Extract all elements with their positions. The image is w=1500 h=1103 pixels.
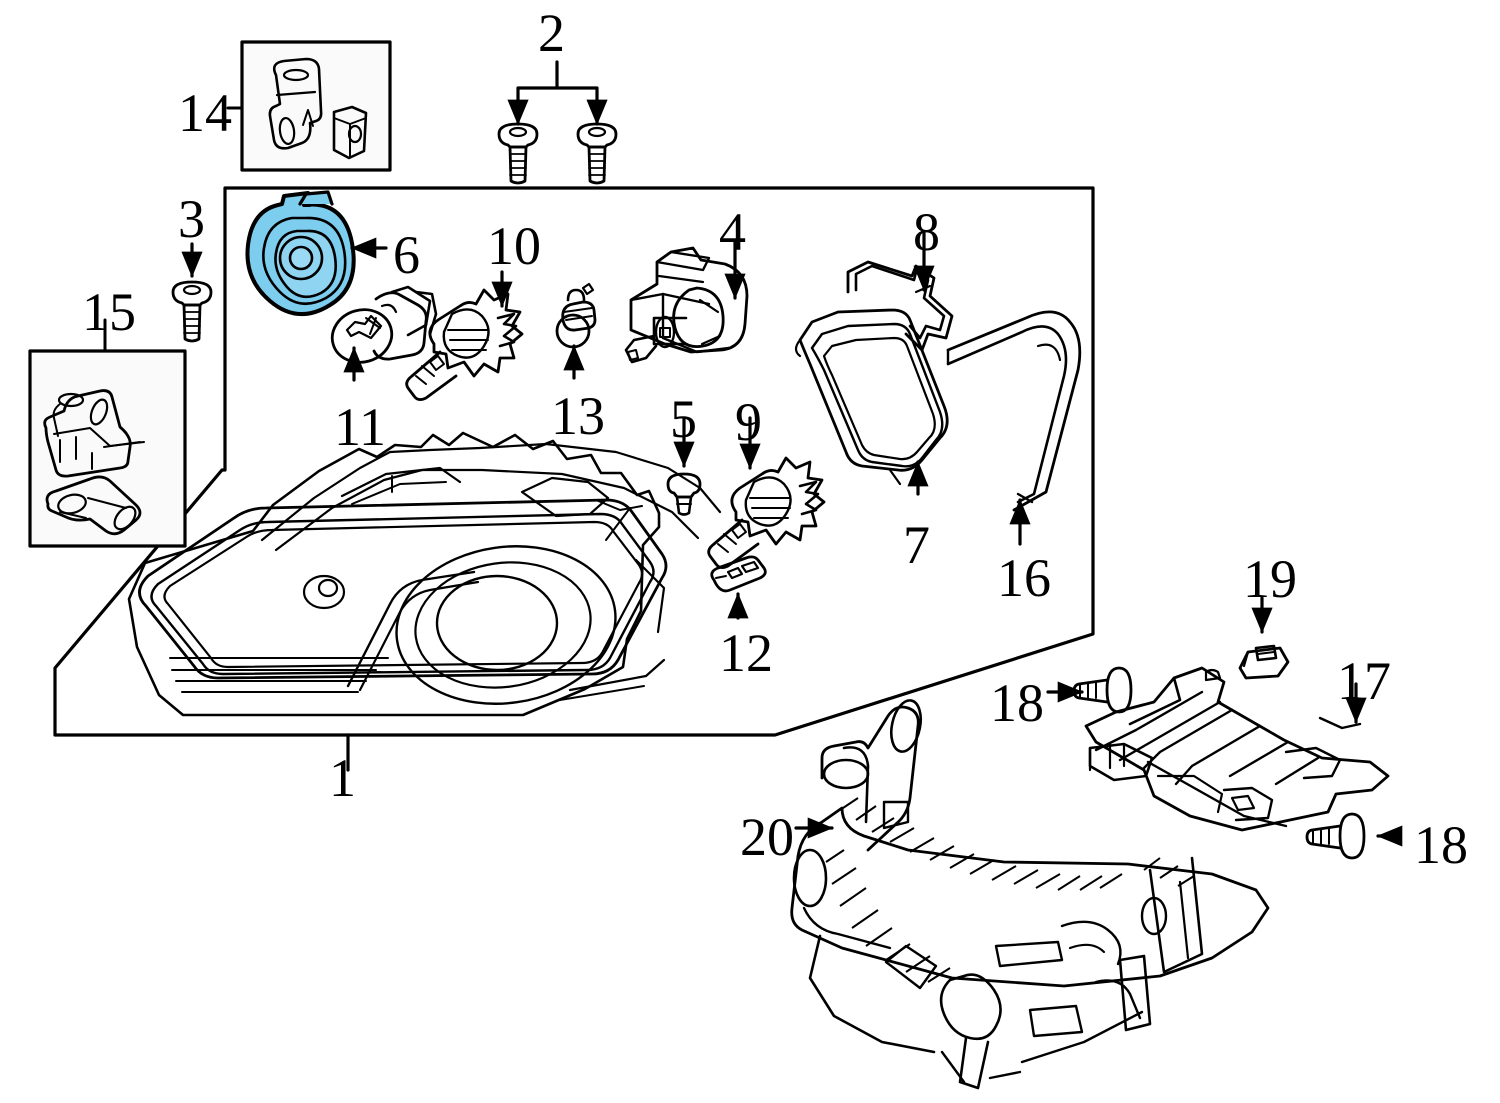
callout-13: 13 xyxy=(551,386,605,446)
callout-7: 7 xyxy=(903,515,930,575)
callout-20: 20 xyxy=(740,807,794,867)
part-16-weatherstrip-seal xyxy=(946,310,1082,546)
callout-18-lower: 18 xyxy=(1414,815,1468,875)
callout-6: 6 xyxy=(393,225,420,285)
callout-12: 12 xyxy=(719,623,773,683)
callout-1: 1 xyxy=(329,748,356,808)
part-6-bulb-access-cover xyxy=(245,190,388,317)
part-3-screw xyxy=(171,242,213,343)
part-20-radiator-support xyxy=(790,699,1270,1090)
callout-3: 3 xyxy=(178,189,205,249)
callout-10: 10 xyxy=(487,216,541,276)
callout-17: 17 xyxy=(1337,651,1391,711)
callout-18-upper: 18 xyxy=(990,673,1044,733)
callout-5: 5 xyxy=(670,389,697,449)
part-7-housing-gasket xyxy=(794,308,949,496)
box-15-frame xyxy=(28,318,187,548)
part-18-bolt-lower xyxy=(1305,812,1403,860)
part-12-clip xyxy=(710,555,767,620)
part-13-side-marker-bulb xyxy=(555,282,597,380)
box-14-frame xyxy=(226,40,392,172)
part-2-screws xyxy=(497,60,618,185)
part-8-retaining-spring xyxy=(846,230,954,352)
part-10-high-beam-bulb xyxy=(405,270,524,401)
callout-15: 15 xyxy=(82,282,136,342)
headlamp-group-panel xyxy=(53,186,1095,737)
screw-icon xyxy=(497,122,539,185)
callout-2: 2 xyxy=(538,3,565,63)
callout-19: 19 xyxy=(1243,549,1297,609)
part-4-leveling-motor xyxy=(624,240,749,364)
callout-14: 14 xyxy=(178,83,232,143)
callout-9: 9 xyxy=(735,392,762,452)
part-9-low-beam-bulb xyxy=(707,416,826,569)
part-17-support-bracket xyxy=(1084,666,1390,832)
callout-11: 11 xyxy=(334,397,386,457)
callout-8: 8 xyxy=(913,202,940,262)
screw-icon xyxy=(576,122,618,185)
callout-4: 4 xyxy=(719,202,746,262)
callout-16: 16 xyxy=(997,548,1051,608)
part-1-headlamp-assembly xyxy=(127,431,722,772)
part-19-nut-retainer xyxy=(1238,596,1290,680)
part-18-bolt-upper xyxy=(1046,666,1133,714)
